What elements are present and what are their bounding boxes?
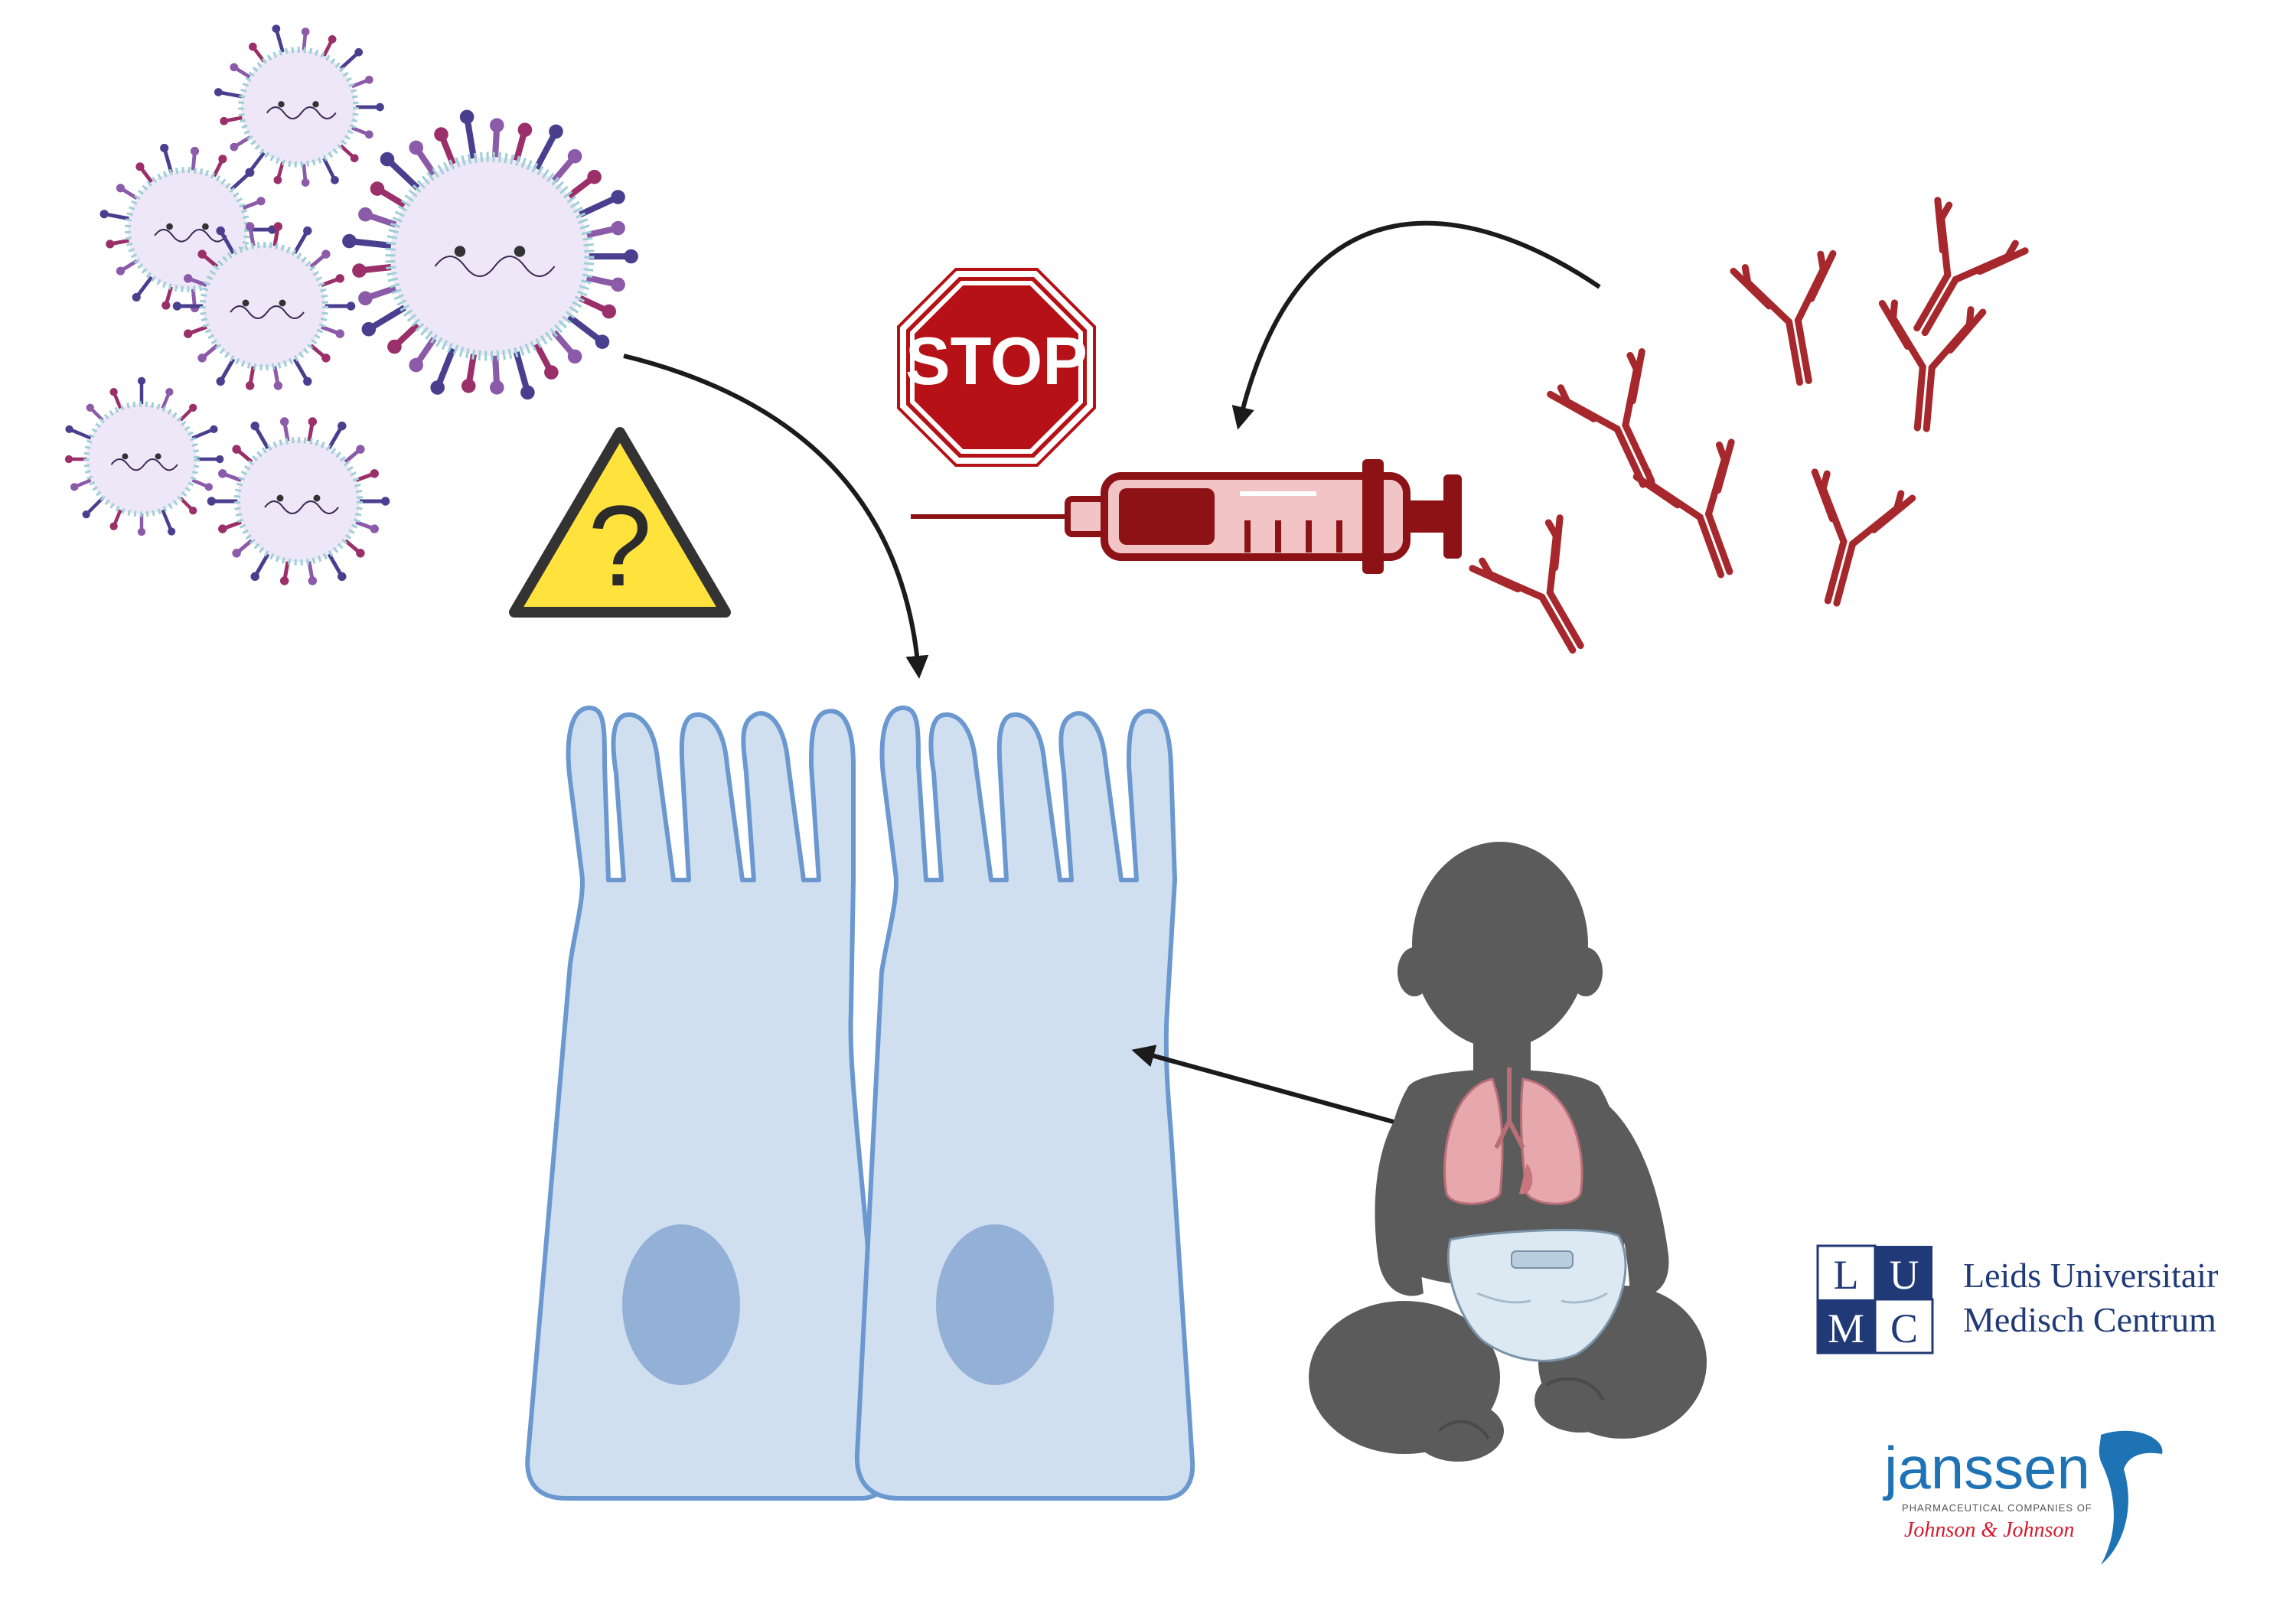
stop-label: STOP [905,323,1088,399]
janssen-tagline: PHARMACEUTICAL COMPANIES OF [1902,1502,2092,1514]
antibody-icon [1547,348,1655,488]
antibody-icon [1913,197,2029,337]
antibody-icon [1878,299,1987,432]
virus-cluster [64,24,638,585]
epithelial-cell-right [854,706,1195,1501]
janssen-parent: Johnson & Johnson [1904,1518,2074,1542]
lumc-letter-l: L [1834,1252,1859,1298]
janssen-swoosh-icon [2099,1430,2163,1565]
virus-icon [342,109,638,400]
diaper [1446,1228,1627,1362]
epithelial-cell-left [525,706,891,1501]
lungs-icon [1443,1068,1583,1205]
virus-icon [214,24,384,187]
antibody-icon [1469,514,1584,654]
warning-sign-icon: ? [509,427,731,618]
antibody-icon [1632,438,1735,579]
syringe-icon [911,459,1462,574]
baby-icon [1309,842,1707,1462]
lumc-letter-c: C [1890,1305,1918,1351]
antibody-icon [1730,249,1837,386]
lumc-letter-m: M [1828,1305,1864,1351]
virus-icon [64,376,224,536]
virus-to-cell-arrow [623,354,929,679]
janssen-name: janssen [1883,1434,2090,1501]
lumc-name-line2: Medisch Centrum [1963,1300,2216,1339]
nucleus [936,1224,1054,1385]
antibody-group [1469,197,2029,654]
virus-icon [207,417,390,585]
warning-symbol: ? [588,481,651,610]
virus-icon [172,222,356,390]
antibody-to-syringe-arrow [1231,220,1601,430]
lumc-logo: L U M C Leids Universitair Medisch Centr… [1816,1244,2218,1354]
antibody-icon [1811,468,1916,607]
lumc-letter-u: U [1890,1252,1919,1298]
stop-sign-icon: STOP [897,268,1096,467]
lumc-name-line1: Leids Universitair [1963,1256,2218,1295]
nucleus [622,1224,740,1385]
janssen-logo: janssen PHARMACEUTICAL COMPANIES OF John… [1883,1430,2163,1565]
